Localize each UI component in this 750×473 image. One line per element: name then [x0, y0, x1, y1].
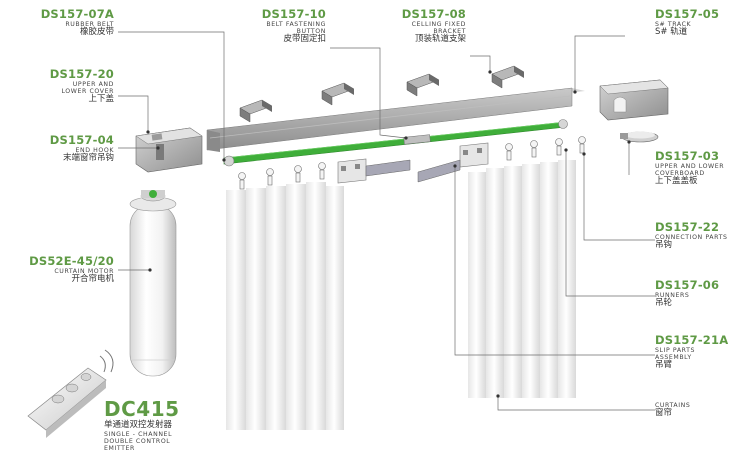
- english-1: UPPER AND: [72, 81, 114, 89]
- chinese: 窗帘: [655, 408, 673, 419]
- rubber-belt: [223, 119, 568, 167]
- english-1: BELT FASTENING: [266, 21, 326, 29]
- english: RUNNERS: [655, 292, 690, 300]
- label-end-hook: DS157-04 END HOOK 末端窗帘吊钩: [20, 133, 114, 164]
- label-remote: DC415 单通道双控发射器 SINGLE - CHANNEL DOUBLE C…: [104, 397, 234, 453]
- chinese: 顶装轨道支架: [414, 34, 466, 45]
- code: DS52E-45/20: [29, 254, 114, 268]
- chinese: S# 轨道: [655, 27, 688, 38]
- chinese: 吊臂: [655, 360, 673, 371]
- label-slip-parts: DS157-21A SLIP PARTS ASSEMBLY 吊臂: [655, 333, 747, 371]
- label-runners: DS157-06 RUNNERS 吊轮: [655, 278, 747, 309]
- label-belt-fastening-button: DS157-10 BELT FASTENING BUTTON 皮带固定扣: [232, 7, 326, 45]
- leader-lines: [118, 31, 655, 411]
- code: DS157-07A: [40, 7, 114, 21]
- slip-parts-assembly-left: [337, 158, 411, 184]
- chinese: 橡胶皮带: [79, 27, 114, 38]
- chinese: 开合帘电机: [71, 274, 114, 285]
- english: CURTAIN MOTOR: [54, 268, 114, 276]
- label-track: DS157-05 S# TRACK S# 轨道: [655, 7, 745, 38]
- english-2: BUTTON: [296, 28, 326, 36]
- code: DS157-04: [49, 133, 114, 147]
- code: DS157-21A: [655, 333, 729, 347]
- curtain-left: [226, 182, 344, 430]
- label-coverboard: DS157-03 UPPER AND LOWER COVERBOARD 上下盖盖…: [655, 149, 747, 187]
- slip-parts-assembly-right: [417, 142, 489, 183]
- code: DC415: [104, 397, 180, 421]
- remote-emitter: [27, 349, 114, 438]
- english: CURTAINS: [655, 402, 691, 409]
- english-2: DOUBLE CONTROL: [104, 437, 171, 445]
- english-2: LOWER COVER: [61, 88, 114, 96]
- chinese: 末端窗帘吊钩: [62, 153, 114, 164]
- chinese: 单通道双控发射器: [104, 420, 173, 430]
- english: S# TRACK: [655, 21, 692, 29]
- curtain-motor: [129, 190, 177, 377]
- label-connection-parts: DS157-22 CONNECTION PARTS 吊钩: [655, 220, 747, 251]
- english-3: EMITTER: [104, 445, 135, 453]
- chinese: 吊轮: [655, 298, 673, 309]
- english-1: CELLING FIXED: [411, 21, 466, 29]
- label-upper-lower-cover: DS157-20 UPPER AND LOWER COVER 上下盖: [20, 67, 114, 105]
- label-rubber-belt: DS157-07A RUBBER BELT 橡胶皮带: [20, 7, 114, 38]
- chinese: 上下盖盖板: [655, 176, 698, 187]
- english: END HOOK: [75, 147, 114, 155]
- track-end-cap: [599, 79, 669, 121]
- english-2: ASSEMBLY: [655, 354, 692, 362]
- english: CONNECTION PARTS: [655, 234, 728, 242]
- label-curtain-motor: DS52E-45/20 CURTAIN MOTOR 开合帘电机: [14, 254, 114, 285]
- coverboard: [620, 131, 659, 143]
- chinese: 吊钩: [655, 240, 673, 251]
- code: DS157-22: [655, 220, 720, 234]
- chinese: 皮带固定扣: [283, 34, 326, 45]
- runner-hooks-right: [505, 136, 586, 161]
- label-ceiling-bracket: DS157-08 CELLING FIXED BRACKET 顶装轨道支架: [372, 7, 466, 45]
- leader-dots: [146, 70, 631, 398]
- chinese: 上下盖: [88, 94, 114, 105]
- curtain-right: [468, 160, 576, 398]
- english-1: SINGLE - CHANNEL: [104, 430, 173, 438]
- belt-fastening-button: [403, 134, 431, 145]
- code: DS157-03: [655, 149, 720, 163]
- code: DS157-05: [655, 7, 720, 21]
- upper-lower-cover: [135, 127, 203, 173]
- english-1: SLIP PARTS: [655, 347, 696, 355]
- runner-hooks-left: [238, 162, 326, 190]
- english-1: UPPER AND LOWER: [655, 163, 725, 171]
- code: DS157-20: [49, 67, 114, 81]
- english-2: COVERBOARD: [655, 170, 705, 178]
- english-2: BRACKET: [433, 28, 466, 36]
- track: [206, 87, 585, 152]
- code: DS157-08: [401, 7, 466, 21]
- code: DS157-06: [655, 278, 720, 292]
- ceiling-bracket: [239, 65, 525, 123]
- label-curtains: CURTAINS 窗帘: [655, 402, 747, 419]
- english: RUBBER BELT: [65, 21, 114, 29]
- code: DS157-10: [261, 7, 326, 21]
